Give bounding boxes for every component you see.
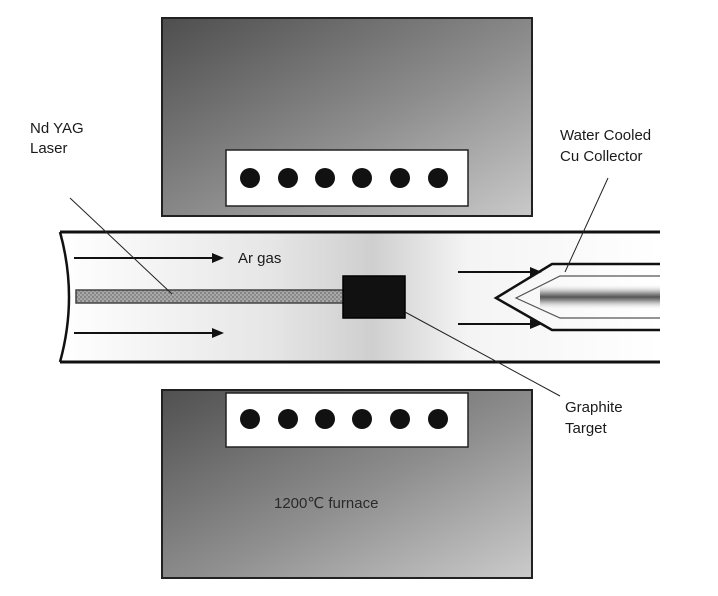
top-furnace [161,17,533,217]
collector-outline [493,262,660,332]
heater-element [278,409,298,429]
bottom-heater-window [225,392,469,448]
target-label-line1: Graphite [565,399,623,416]
target-label-line2: Target [565,420,608,437]
heater-element [390,168,410,188]
cu-collector [458,262,660,332]
heater-element [352,409,372,429]
gas-label: Ar gas [238,250,281,267]
bottom-furnace: 1200℃ furnace [161,389,533,579]
tube-inlet-end [58,231,71,363]
heater-element [428,168,448,188]
heater-element [352,168,372,188]
heater-element [390,409,410,429]
collector-leader-line [564,177,609,273]
heater-element [240,168,260,188]
heater-element [428,409,448,429]
laser-label-line2: Laser [30,140,68,157]
heater-element [315,409,335,429]
deposit-plume [540,284,660,310]
heater-element [278,168,298,188]
collector-label-line2: Cu Collector [560,148,643,165]
top-heater-window [225,149,469,207]
laser-label-line1: Nd YAG [30,120,84,137]
bottom-furnace-body [161,389,533,579]
heater-element [240,409,260,429]
furnace-label: 1200℃ furnace [274,495,378,512]
laser-leader-line [69,197,173,295]
target-leader-line [404,311,561,397]
top-heater-elements [240,168,448,188]
laser-beam [75,289,345,304]
collector-inner-wall [514,275,660,319]
collector-label-line1: Water Cooled [560,127,651,144]
graphite-target [342,275,406,319]
bottom-heater-elements [240,409,448,429]
heater-element [315,168,335,188]
